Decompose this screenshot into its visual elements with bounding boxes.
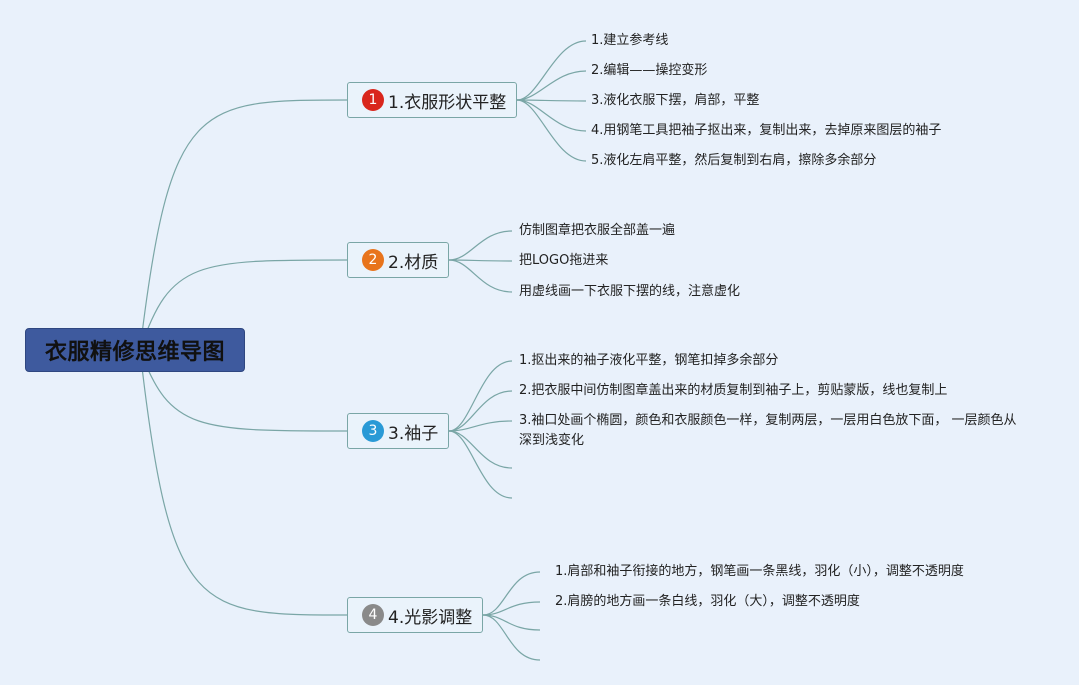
leaf-connector	[448, 259, 513, 262]
leaf-item[interactable]: 3.液化衣服下摆，肩部，平整	[591, 93, 760, 108]
leaf-connector	[448, 430, 513, 499]
number-2-badge-icon: 2	[362, 249, 384, 271]
number-3-badge-icon: 3	[362, 420, 384, 442]
root-topic[interactable]: 衣服精修思维导图	[25, 328, 245, 372]
leaf-item[interactable]: 仿制图章把衣服全部盖一遍	[519, 223, 676, 238]
leaf-connector	[482, 601, 541, 616]
leaf-connector	[448, 420, 513, 432]
branch-sleeve[interactable]: 3 3.袖子	[347, 413, 450, 449]
leaf-connector	[448, 390, 513, 432]
leaf-connector	[448, 430, 513, 469]
root-connector	[139, 349, 348, 432]
leaf-item[interactable]: 2.编辑——操控变形	[591, 63, 708, 78]
leaf-item[interactable]: 用虚线画一下衣服下摆的线，注意虚化	[519, 284, 741, 299]
leaf-connector	[516, 99, 587, 102]
leaf-connector	[448, 230, 513, 261]
root-title: 衣服精修思维导图	[44, 340, 225, 365]
leaf-connector	[516, 99, 587, 132]
leaf-item[interactable]: 2.把衣服中间仿制图章盖出来的材质复制到袖子上，剪贴蒙版，线也复制上	[519, 383, 948, 398]
leaf-item[interactable]: 1.肩部和袖子衔接的地方，钢笔画一条黑线，羽化（小），调整不透明度	[555, 564, 964, 579]
leaf-connector	[516, 70, 587, 101]
leaf-connector	[516, 99, 587, 162]
branch-shape-flattening[interactable]: 1 1.衣服形状平整	[347, 82, 518, 118]
leaf-item[interactable]: 把LOGO拖进来	[519, 253, 609, 268]
leaf-connector	[448, 259, 513, 293]
number-1-badge-icon: 1	[362, 89, 384, 111]
leaf-item[interactable]: 5.液化左肩平整，然后复制到右肩，擦除多余部分	[591, 153, 877, 168]
root-connector	[139, 349, 348, 616]
leaf-connector	[482, 614, 541, 631]
number-4-badge-icon: 4	[362, 604, 384, 626]
leaf-item[interactable]: 2.肩膀的地方画一条白线，羽化（大），调整不透明度	[555, 594, 860, 609]
leaf-item[interactable]: 4.用钢笔工具把袖子抠出来，复制出来，去掉原来图层的袖子	[591, 123, 942, 138]
leaf-connector	[482, 614, 541, 661]
leaf-connector	[448, 360, 513, 432]
branch-label: 4.光影调整	[388, 607, 473, 628]
branch-label: 3.袖子	[388, 423, 439, 444]
leaf-connector	[482, 571, 541, 616]
root-connector	[139, 259, 348, 351]
leaf-item[interactable]: 3.袖口处画个椭圆，颜色和衣服颜色一样，复制两层，一层用白色放下面， 一层颜色从…	[519, 413, 1017, 448]
branch-material[interactable]: 2 2.材质	[347, 242, 450, 278]
branch-light-shadow[interactable]: 4 4.光影调整	[347, 597, 484, 633]
leaf-connector	[516, 40, 587, 101]
leaf-item[interactable]: 1.建立参考线	[591, 33, 669, 48]
branch-label: 2.材质	[388, 252, 439, 273]
branch-label: 1.衣服形状平整	[388, 92, 507, 113]
leaf-item[interactable]: 1.抠出来的袖子液化平整，钢笔扣掉多余部分	[519, 353, 779, 368]
root-connector	[139, 99, 348, 351]
